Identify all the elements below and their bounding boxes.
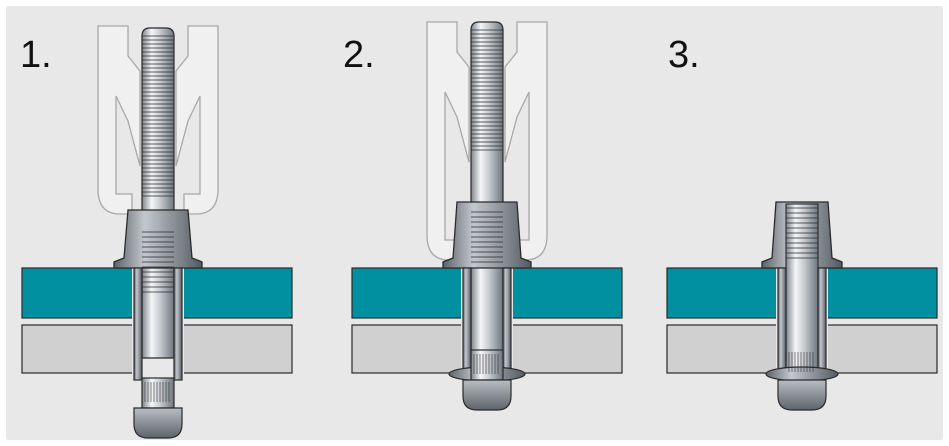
step-3-label: 3. xyxy=(668,34,700,76)
step-3-insert-tip xyxy=(777,379,827,411)
step-3-sleeve-left xyxy=(777,267,787,373)
step-1-tool-jaw xyxy=(97,25,219,215)
step-1-insert-head xyxy=(113,209,203,269)
step-1-mandrel-shaft xyxy=(141,27,175,359)
step-1-panel xyxy=(21,25,293,439)
step-2-mandrel-shaft xyxy=(470,21,504,359)
step-2-insert-head xyxy=(442,201,532,269)
step-3-knurl xyxy=(788,352,814,372)
step-3-insert-threads xyxy=(786,207,818,259)
step-2-mandrel xyxy=(470,21,504,359)
step-1-sleeve-right xyxy=(173,267,183,381)
step-2-sleeve-left xyxy=(462,267,472,373)
step-2-sleeve-right xyxy=(502,267,512,373)
step-3-sleeve-right xyxy=(817,267,827,373)
step-2-panel xyxy=(351,21,623,411)
step-2-mandrel-threads xyxy=(471,29,503,151)
step-1-label: 1. xyxy=(20,34,52,76)
step-1-mandrel xyxy=(141,27,175,359)
step-1-sleeve-left xyxy=(133,267,143,381)
step-2-insert-threads xyxy=(471,211,503,263)
step-3-formed-bulge xyxy=(765,366,839,382)
step-1-insert-threads xyxy=(142,231,174,293)
step-1-insert-tip xyxy=(133,407,183,439)
step-1-mandrel-threads xyxy=(142,35,174,197)
step-2-label: 2. xyxy=(343,34,375,76)
step-2-insert-tip xyxy=(462,379,512,411)
step-2-knurl xyxy=(473,354,499,374)
step-3-panel xyxy=(666,201,938,411)
step-3-insert-bore xyxy=(785,203,819,375)
step-1-knurl xyxy=(144,382,170,402)
